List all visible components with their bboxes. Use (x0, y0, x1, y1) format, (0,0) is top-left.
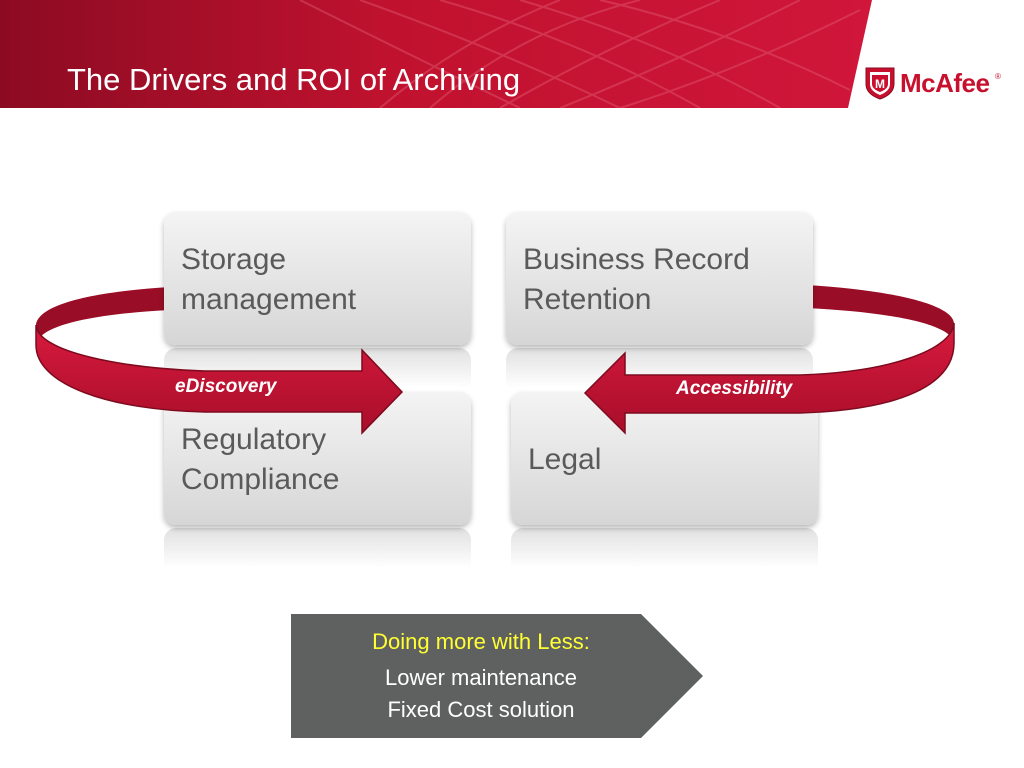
page-title: The Drivers and ROI of Archiving (67, 62, 521, 97)
driver-box-label: Storage management (181, 240, 356, 320)
box-reflection (511, 528, 818, 568)
header-background (0, 0, 872, 108)
driver-box-label: Legal (528, 440, 601, 480)
box-reflection (164, 528, 471, 568)
roi-callout: Doing more with Less: Lower maintenance … (291, 614, 703, 738)
logo-mark-letter: M (875, 77, 885, 91)
callout-arrow-shape (291, 614, 703, 738)
accessibility-arrow-icon (583, 322, 955, 435)
logo-wordmark: McAfee (900, 68, 990, 98)
driver-box-legal: Legal (511, 392, 818, 525)
box-label-line: Compliance (181, 463, 340, 496)
driver-box-label: Regulatory Compliance (181, 420, 339, 500)
driver-box-label: Business Record Retention (523, 240, 750, 320)
accessibility-label: Accessibility (676, 378, 793, 399)
callout-line-cost: Fixed Cost solution (387, 697, 575, 722)
callout-heading: Doing more with Less: (372, 629, 590, 654)
box-label-line: Legal (528, 443, 602, 476)
box-label-line: Storage (181, 243, 287, 276)
driver-box-regulatory-compliance: Regulatory Compliance (164, 392, 471, 525)
mcafee-logo: M McAfee ® (864, 66, 1004, 100)
ediscovery-arrow-icon (35, 324, 404, 435)
callout-line-maintenance: Lower maintenance (384, 665, 577, 690)
box-label-line: management (181, 283, 357, 316)
mcafee-shield-icon: M (865, 67, 895, 100)
box-label-line: Regulatory (181, 423, 327, 456)
driver-box-storage-management: Storage management (164, 212, 471, 345)
header-banner: The Drivers and ROI of Archiving (0, 0, 1024, 108)
box-label-line: Retention (523, 283, 652, 316)
logo-registered-mark: ® (995, 72, 1001, 81)
ediscovery-label: eDiscovery (175, 376, 277, 397)
box-label-line: Business Record (523, 243, 750, 276)
driver-box-business-record-retention: Business Record Retention (506, 212, 813, 345)
